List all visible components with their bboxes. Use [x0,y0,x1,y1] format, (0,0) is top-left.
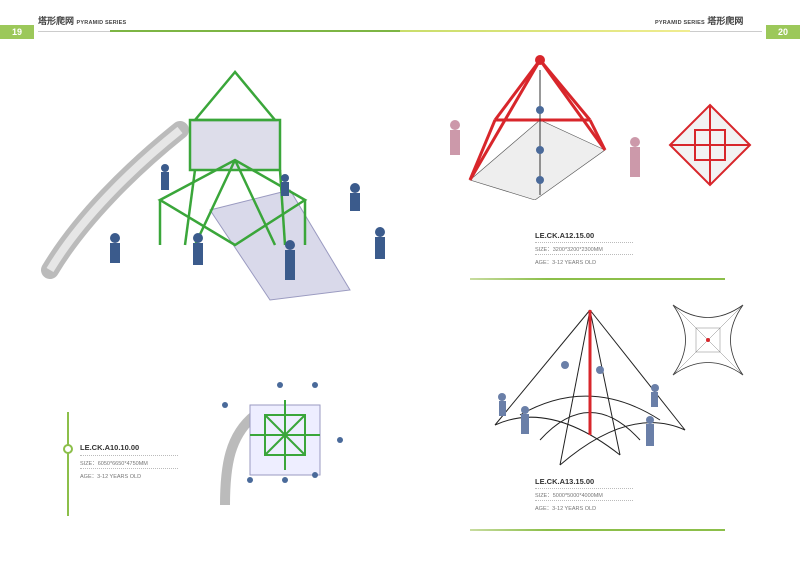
product-code: LE.CK.A12.15.00 [535,231,595,240]
header-accent-right [400,30,690,32]
section-divider [470,529,725,531]
divider [80,468,178,469]
divider [535,254,633,255]
header-accent-left [110,30,400,32]
page-number-right: 20 [766,25,800,39]
title-cn: 塔形爬网 [38,16,75,26]
product-code: LE.CK.A10.10.00 [80,443,140,452]
product-image-a12-perspective [450,55,640,200]
product-size: SIZE：5000*5000*4000MM [535,493,603,499]
product-image-a10-top-view [220,382,343,506]
spec-vertical-line [67,412,69,516]
product-image-a13-top-view [672,304,744,376]
product-size: SIZE：6050*6650*4750MM [80,461,148,467]
product-image-a12-top-view [668,103,752,187]
product-image-a10-perspective [41,70,385,301]
divider [535,242,633,243]
spec-marker-icon [63,444,73,454]
header-title-right: PYRAMID SERIES 塔形爬网 [655,14,743,27]
product-age: AGE：3-12 YEARS OLD [535,260,597,266]
product-code: LE.CK.A13.15.00 [535,477,595,486]
header-divider-right [690,31,762,32]
product-image-a13-perspective [494,309,686,466]
product-age: AGE：3-12 YEARS OLD [535,506,597,512]
header-divider-left [38,31,110,32]
divider [535,500,633,501]
page-number-left: 19 [0,25,34,39]
section-divider [470,278,725,280]
title-cn: 塔形爬网 [707,16,744,26]
header-title-left: 塔形爬网 PYRAMID SERIES [38,14,126,27]
product-size: SIZE：3200*3200*2300MM [535,247,603,253]
title-en: PYRAMID SERIES [76,20,127,26]
product-age: AGE：3-12 YEARS OLD [80,474,142,480]
divider [80,455,178,456]
title-en: PYRAMID SERIES [655,20,705,26]
divider [535,488,633,489]
